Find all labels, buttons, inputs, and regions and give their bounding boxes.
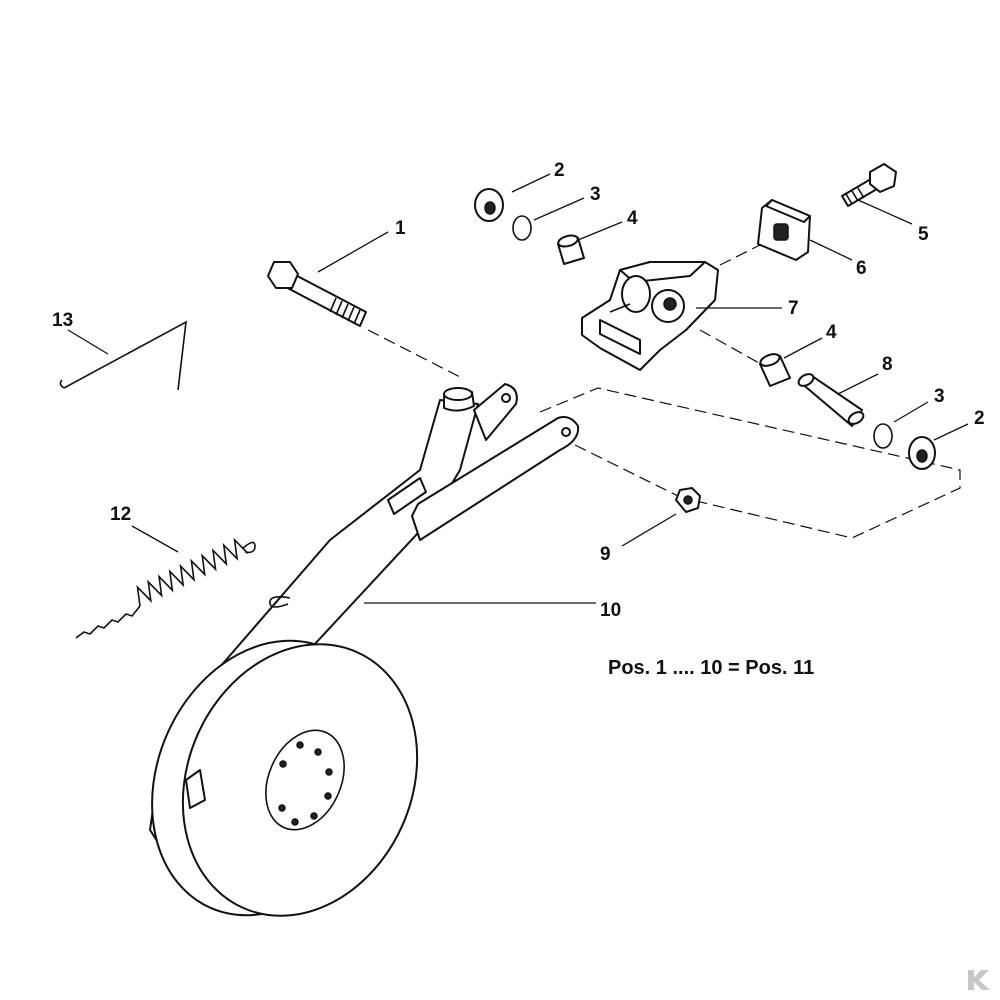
part-6-clamp-block (757, 199, 811, 261)
callout-labels: 1 2 2 3 3 4 4 5 6 7 8 9 10 12 13 (52, 160, 985, 621)
callout-13: 13 (52, 310, 73, 331)
callout-6: 6 (856, 258, 867, 279)
part-4-bushing-bottom (759, 353, 791, 387)
part-2-washer-bottom (908, 436, 936, 470)
part-3-o-ring-top (512, 215, 532, 241)
part-13-bent-rod (59, 320, 187, 391)
assembly-dash-lines (367, 244, 961, 539)
part-2-washer-top (474, 188, 504, 222)
callout-3-top: 3 (590, 184, 601, 205)
callout-10: 10 (600, 600, 621, 621)
callout-1: 1 (395, 218, 406, 239)
callout-9: 9 (600, 544, 611, 565)
callout-leader-lines (67, 173, 969, 604)
callout-4-top: 4 (627, 208, 638, 229)
callout-8: 8 (882, 354, 893, 375)
part-1-long-bolt (267, 261, 367, 327)
disc-bolt-holes (278, 741, 333, 826)
part-4-bushing-top (557, 234, 585, 265)
callout-4-bottom: 4 (826, 322, 837, 343)
callout-7: 7 (788, 298, 799, 319)
part-10-frame-arm (149, 383, 580, 917)
part-9-nut (675, 487, 701, 513)
callout-2-bottom: 2 (974, 408, 985, 429)
callout-2-top: 2 (554, 160, 565, 181)
part-7-bracket-housing (581, 261, 719, 371)
brand-k-logo-icon (968, 970, 990, 990)
callout-5: 5 (918, 224, 929, 245)
part-8-pin (797, 373, 865, 427)
part-12-spring-chain (75, 537, 256, 639)
callout-3-bottom: 3 (934, 386, 945, 407)
part-3-o-ring-bottom (873, 423, 893, 449)
assembly-note: Pos. 1 .... 10 = Pos. 11 (608, 657, 815, 679)
part-5-small-bolt (841, 163, 897, 207)
callout-12: 12 (110, 504, 131, 525)
